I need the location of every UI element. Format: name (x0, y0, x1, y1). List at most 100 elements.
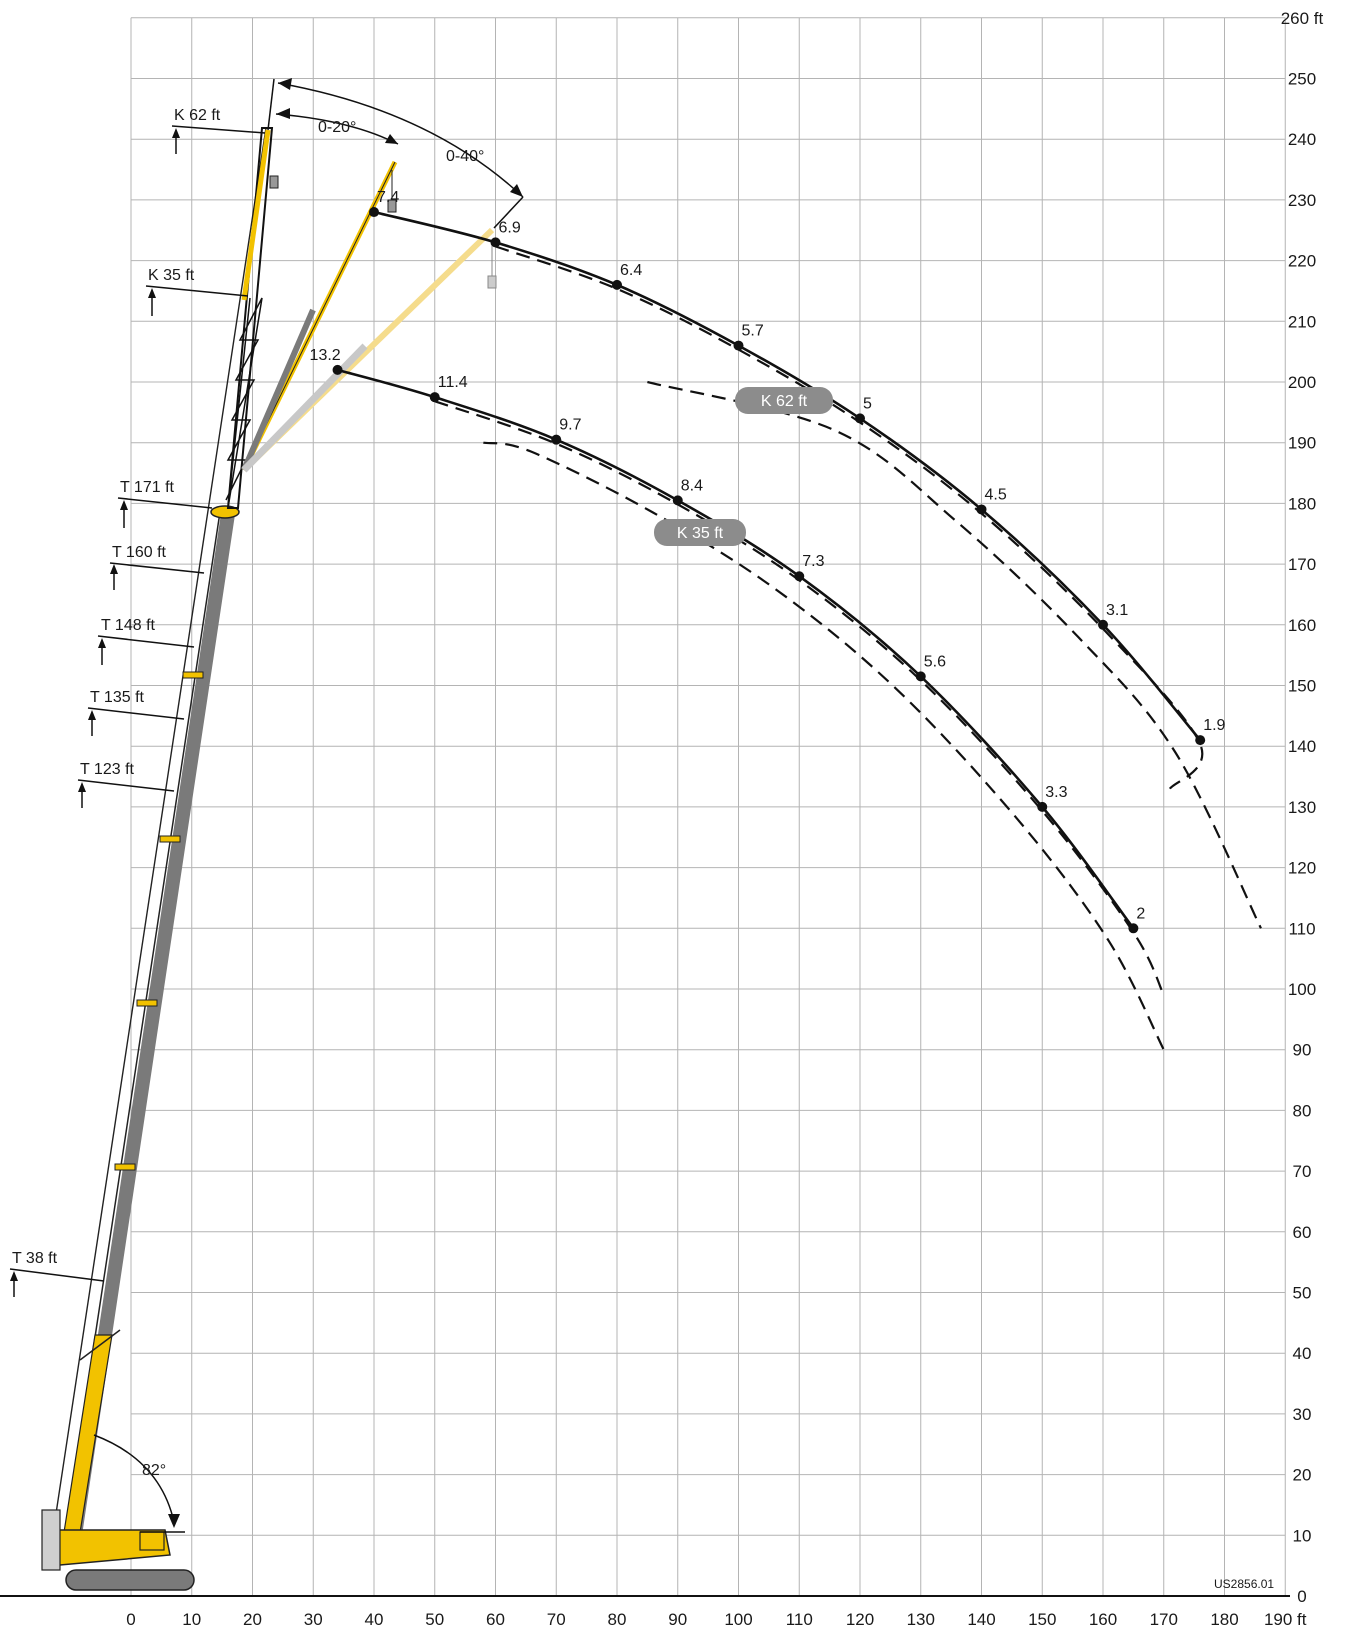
data-point (369, 207, 379, 218)
envelope-dashed-line (483, 441, 1165, 1051)
angle-arc-82 (93, 1434, 175, 1523)
x-tick-label: 90 (668, 1610, 687, 1629)
x-tick-label: 140 (967, 1610, 995, 1629)
label-angle-82: 82° (142, 1462, 166, 1479)
y-tick-label: 190 (1288, 434, 1316, 453)
label-k62: K 62 ft (171, 107, 266, 154)
label-t135: T 135 ft (87, 689, 185, 736)
y-tick-label: 10 (1293, 1526, 1312, 1545)
image-code: US2856.01 (1214, 1577, 1274, 1591)
series-line-k35 (337, 368, 1135, 930)
data-label: 13.2 (310, 347, 341, 364)
label-t171: T 171 ft (117, 479, 213, 528)
data-point (672, 495, 683, 506)
y-axis-ticks: 0102030405060708090100110120130140150160… (1281, 9, 1324, 1606)
data-label: 5 (863, 395, 872, 412)
jib-62-20deg-lower (241, 308, 316, 472)
angle-arc-40 (277, 82, 524, 198)
x-tick-label: 150 (1028, 1610, 1056, 1629)
x-tick-label: 60 (486, 1610, 505, 1629)
data-label: 5.7 (742, 323, 764, 340)
y-tick-label: 170 (1288, 555, 1316, 574)
hook-block-3 (487, 275, 497, 289)
data-label: 4.5 (985, 486, 1007, 503)
y-tick-label: 100 (1288, 980, 1316, 999)
data-point (1098, 619, 1108, 630)
x-tick-label: 190 ft (1264, 1610, 1307, 1629)
y-tick-label: 180 (1288, 494, 1316, 513)
x-tick-label: 120 (846, 1610, 874, 1629)
crawler-track (65, 1569, 195, 1591)
cab (139, 1531, 165, 1551)
angle-arc-40-arrow-start (278, 78, 292, 90)
label-t38: T 38 ft (9, 1250, 105, 1297)
y-tick-label: 140 (1288, 737, 1316, 756)
data-label: 6.9 (499, 219, 521, 236)
y-tick-label: 30 (1293, 1405, 1312, 1424)
grid (130, 17, 1286, 1597)
legend-pill-k62: K 62 ft (735, 387, 833, 414)
data-point (490, 237, 501, 248)
label-t123: T 123 ft (77, 761, 175, 808)
label-t148-text: T 148 ft (101, 617, 156, 634)
data-point (915, 671, 926, 682)
x-tick-label: 0 (126, 1610, 135, 1629)
y-tick-label: 50 (1293, 1284, 1312, 1303)
legend-pill-k35-text: K 35 ft (677, 525, 724, 542)
data-label: 11.4 (438, 374, 468, 391)
jib-62-40deg-lower (241, 343, 368, 473)
label-k35-text: K 35 ft (148, 267, 195, 284)
data-label: 1.9 (1203, 717, 1225, 734)
x-tick-label: 160 (1089, 1610, 1117, 1629)
envelope-dashed-line (647, 380, 1262, 929)
data-point (976, 504, 987, 515)
y-tick-label: 250 (1288, 70, 1316, 89)
x-tick-label: 10 (182, 1610, 201, 1629)
x-tick-label: 100 (724, 1610, 752, 1629)
x-tick-label: 70 (547, 1610, 566, 1629)
load-curves: 7.46.96.45.754.53.11.913.211.49.78.47.35… (310, 189, 1262, 1051)
hook-block-1 (269, 175, 279, 189)
y-tick-label: 110 (1288, 919, 1315, 938)
data-point (551, 434, 562, 445)
luffing-strut (79, 1329, 121, 1361)
y-tick-label: 150 (1288, 677, 1316, 696)
angle-arc-20 (275, 113, 399, 145)
x-tick-label: 30 (304, 1610, 323, 1629)
x-tick-label: 170 (1150, 1610, 1178, 1629)
x-tick-label: 40 (365, 1610, 384, 1629)
data-point (794, 571, 805, 582)
envelope-dashed-line (434, 400, 1165, 996)
y-tick-label: 210 (1288, 312, 1316, 331)
crane-illustration (0, 78, 1290, 1597)
y-tick-label: 80 (1293, 1101, 1312, 1120)
data-point (1128, 923, 1139, 934)
angle-arc-40-arrow-end (510, 184, 523, 197)
label-t123-text: T 123 ft (80, 761, 135, 778)
y-tick-label: 60 (1293, 1223, 1312, 1242)
data-label: 8.4 (681, 477, 703, 494)
jib-62-vertical-yellow (241, 129, 271, 301)
legend-pill-k62-text: K 62 ft (761, 393, 808, 410)
data-label: 5.6 (924, 653, 946, 670)
boom-collars (114, 671, 204, 1171)
legend-pill-k62-bg (735, 387, 833, 414)
data-point (429, 392, 440, 403)
data-point (855, 413, 865, 424)
legend-pill-k35: K 35 ft (654, 519, 746, 546)
label-t160: T 160 ft (109, 544, 205, 590)
data-label: 2 (1136, 905, 1145, 922)
y-tick-label: 90 (1293, 1041, 1312, 1060)
y-tick-label: 130 (1288, 798, 1316, 817)
x-tick-label: 110 (786, 1610, 813, 1629)
x-tick-label: 50 (425, 1610, 444, 1629)
x-tick-label: 20 (243, 1610, 262, 1629)
angle-ref-line-2 (493, 196, 524, 229)
label-k62-text: K 62 ft (174, 107, 221, 124)
y-tick-label: 120 (1288, 859, 1316, 878)
y-tick-label: 0 (1297, 1587, 1306, 1606)
label-t171-text: T 171 ft (120, 479, 175, 496)
data-label: 7.4 (377, 189, 399, 206)
